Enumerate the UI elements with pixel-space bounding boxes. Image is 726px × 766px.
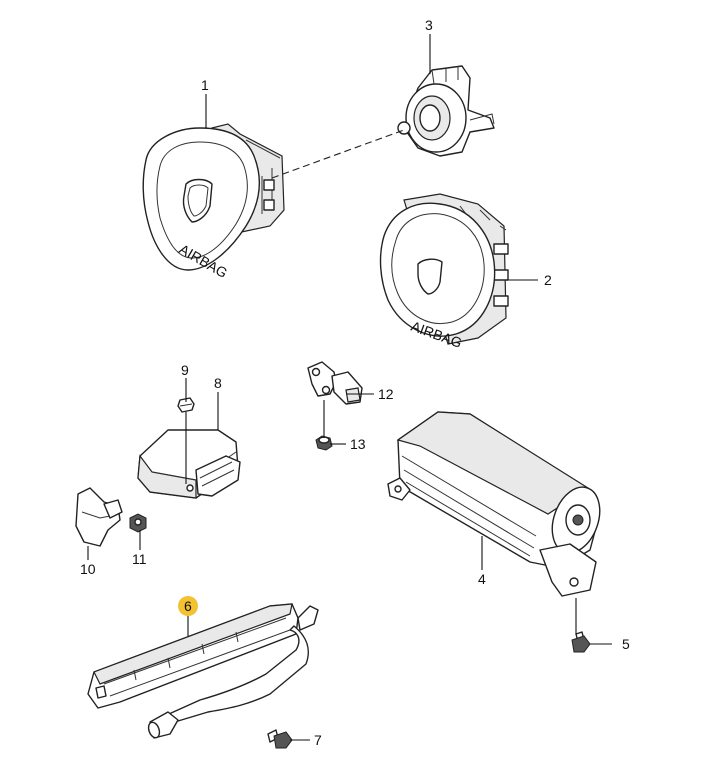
- callout-10: 10: [80, 561, 96, 577]
- part-10-sensor-bracket[interactable]: [75, 487, 123, 547]
- callout-4: 4: [478, 571, 486, 587]
- callout-6: 6: [184, 598, 192, 614]
- part-1-driver-airbag[interactable]: AIRBAG: [142, 123, 285, 281]
- part-7-screw[interactable]: [267, 729, 293, 749]
- part-5-screw[interactable]: [571, 631, 591, 653]
- part-13-nut[interactable]: [315, 435, 333, 451]
- part-2-passenger-airbag[interactable]: AIRBAG: [379, 193, 509, 351]
- part-8-control-unit[interactable]: [137, 429, 241, 499]
- callout-12: 12: [378, 386, 394, 402]
- assembly-line-1-3: [271, 129, 405, 179]
- leader-lines: [87, 34, 612, 741]
- callout-13: 13: [350, 436, 366, 452]
- callout-5: 5: [622, 636, 630, 652]
- callout-2: 2: [544, 272, 552, 288]
- part-9-screw[interactable]: [177, 397, 195, 413]
- part-11-nut[interactable]: [129, 513, 147, 533]
- callout-7: 7: [314, 732, 322, 748]
- part-3-clock-spring[interactable]: [397, 65, 495, 157]
- callout-9: 9: [181, 362, 189, 378]
- callout-1: 1: [201, 77, 209, 93]
- callout-8: 8: [214, 375, 222, 391]
- callout-3: 3: [425, 17, 433, 33]
- part-12-crash-sensor[interactable]: [307, 361, 363, 405]
- callout-6-highlight: [178, 596, 198, 616]
- part-4-airbag-inflator[interactable]: [387, 411, 608, 597]
- callout-numbers: 1 3 2 9 8 12 13 10 11 4 5 6 7: [80, 17, 630, 748]
- callout-11: 11: [132, 551, 147, 567]
- part-6-side-airbag[interactable]: [87, 603, 319, 739]
